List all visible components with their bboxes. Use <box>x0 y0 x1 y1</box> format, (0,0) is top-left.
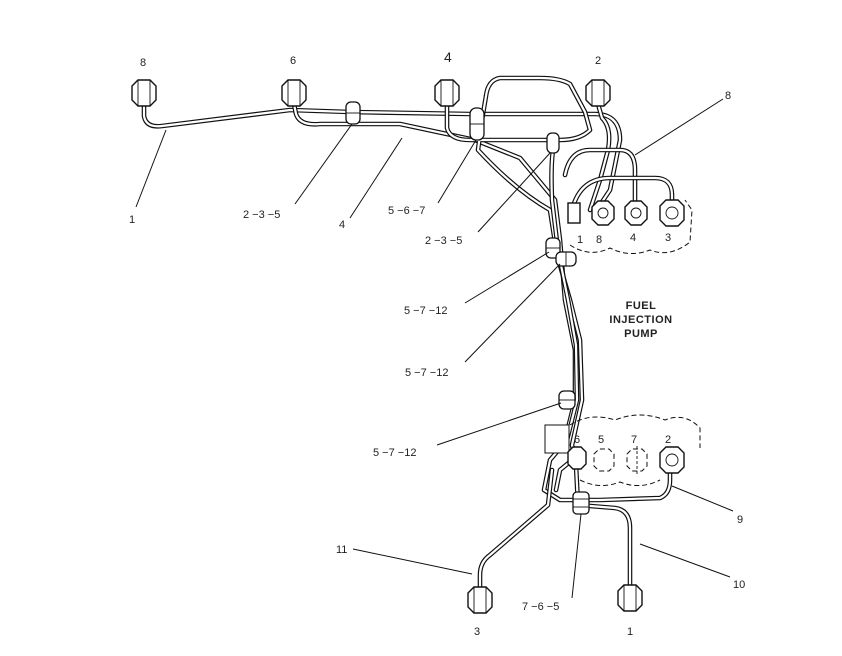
leader-10 <box>639 543 731 578</box>
cyl-label-4-top: 4 <box>444 49 452 65</box>
leader-11 <box>352 548 473 575</box>
leader-7-6-5 <box>571 513 582 599</box>
fuel-line-port-3-upper <box>569 175 675 213</box>
callout-11: 11 <box>336 544 347 556</box>
nut-pump-port-8 <box>591 200 615 226</box>
cyl-label-2-top: 2 <box>595 55 601 67</box>
callout-2-3-5-left: 2 −3 −5 <box>243 209 280 221</box>
clamp-5-7-12-b <box>555 251 577 267</box>
nut-pump-port-3 <box>659 199 685 227</box>
labels: 8 6 4 2 1 8 4 3 6 5 7 2 FUEL INJECTION P… <box>129 49 745 638</box>
leader-1 <box>135 129 167 208</box>
callout-5-7-12-c: 5 −7 −12 <box>373 447 416 459</box>
callout-4: 4 <box>339 219 345 231</box>
callout-5-7-12-b: 5 −7 −12 <box>405 367 448 379</box>
fuel-injection-pump <box>544 199 701 486</box>
clamp-7-6-5 <box>572 491 590 515</box>
pump-port-label-7: 7 <box>631 434 637 446</box>
nut-pump-port-2 <box>659 446 685 474</box>
cyl-label-8-top: 8 <box>140 57 146 69</box>
leader-9 <box>671 485 734 512</box>
callout-1: 1 <box>129 214 135 226</box>
leader-8 <box>634 98 724 156</box>
nut-cyl-6-top <box>281 79 307 107</box>
nut-cyl-1-bottom <box>617 584 643 612</box>
cyl-label-3-bottom: 3 <box>474 626 480 638</box>
callout-8: 8 <box>725 90 731 102</box>
leader-lines <box>135 98 734 599</box>
pump-label-line-3: PUMP <box>624 328 658 340</box>
pump-port-label-3: 3 <box>665 232 671 244</box>
clamps <box>345 101 590 515</box>
fittings <box>131 79 685 614</box>
pump-label-line-1: FUEL <box>626 300 657 312</box>
pump-lower-housing <box>544 424 570 454</box>
fuel-line-cyl-6 <box>291 101 578 443</box>
pump-lower-base-outline <box>579 479 661 486</box>
callout-2-3-5-right: 2 −3 −5 <box>425 235 462 247</box>
leader-4 <box>349 137 403 219</box>
pump-upper-body-outline <box>569 199 693 254</box>
leader-5-7-12-b <box>464 263 561 363</box>
fuel-line-cyl-1 <box>573 462 633 591</box>
leader-2-3-5-left <box>294 123 353 205</box>
fuel-lines <box>141 75 675 591</box>
callout-9: 9 <box>737 514 743 526</box>
nut-cyl-2-top <box>585 79 611 107</box>
callout-10: 10 <box>733 579 745 591</box>
fuel-line-cyl-6-inner <box>292 102 577 442</box>
fuel-line-cyl-8-inner <box>142 102 622 207</box>
fuel-line-cyl-4-inner <box>445 76 592 464</box>
nut-cyl-8-top <box>131 79 157 107</box>
pump-port-label-2: 2 <box>665 434 671 446</box>
nut-pump-port-6 <box>567 446 587 470</box>
fuel-line-cyl-1-inner <box>574 463 632 590</box>
leader-5-7-12-c <box>436 402 562 446</box>
callout-5-7-12-a: 5 −7 −12 <box>404 305 447 317</box>
clamp-2-3-5-right <box>546 132 560 154</box>
pump-port-label-4: 4 <box>630 232 636 244</box>
leader-5-6-7 <box>437 139 477 204</box>
nut-cyl-3-bottom <box>467 586 493 614</box>
pump-port-label-6: 6 <box>574 434 580 446</box>
callout-7-6-5: 7 −6 −5 <box>522 601 559 613</box>
nut-cyl-4-top <box>434 79 460 107</box>
fuel-line-cyl-3-inner <box>478 468 554 590</box>
pump-lower-body-outline <box>569 414 701 448</box>
fuel-line-upper-loop-inner <box>563 148 637 202</box>
nut-pump-port-4 <box>624 200 648 226</box>
pump-port-label-8: 8 <box>596 234 602 246</box>
clamp-5-7-12-c <box>558 390 576 410</box>
cyl-label-1-bottom: 1 <box>627 626 633 638</box>
nut-pump-port-7 <box>626 446 648 474</box>
clamp-5-6-7 <box>469 107 485 141</box>
pump-label-line-2: INJECTION <box>609 314 672 326</box>
cyl-label-6-top: 6 <box>290 55 296 67</box>
pump-port-label-1: 1 <box>577 234 583 246</box>
callout-5-6-7: 5 −6 −7 <box>388 205 425 217</box>
nut-pump-port-5 <box>593 448 615 472</box>
clamp-2-3-5-left <box>345 101 361 125</box>
nut-pump-port-1 <box>567 202 581 224</box>
fuel-line-cyl-3 <box>477 467 555 591</box>
clamp-5-7-12-a <box>545 237 561 259</box>
pump-port-label-5: 5 <box>598 434 604 446</box>
fuel-line-port-3-upper-inner <box>570 176 674 212</box>
leader-2-3-5-right <box>477 152 551 233</box>
leader-5-7-12-a <box>464 251 550 304</box>
